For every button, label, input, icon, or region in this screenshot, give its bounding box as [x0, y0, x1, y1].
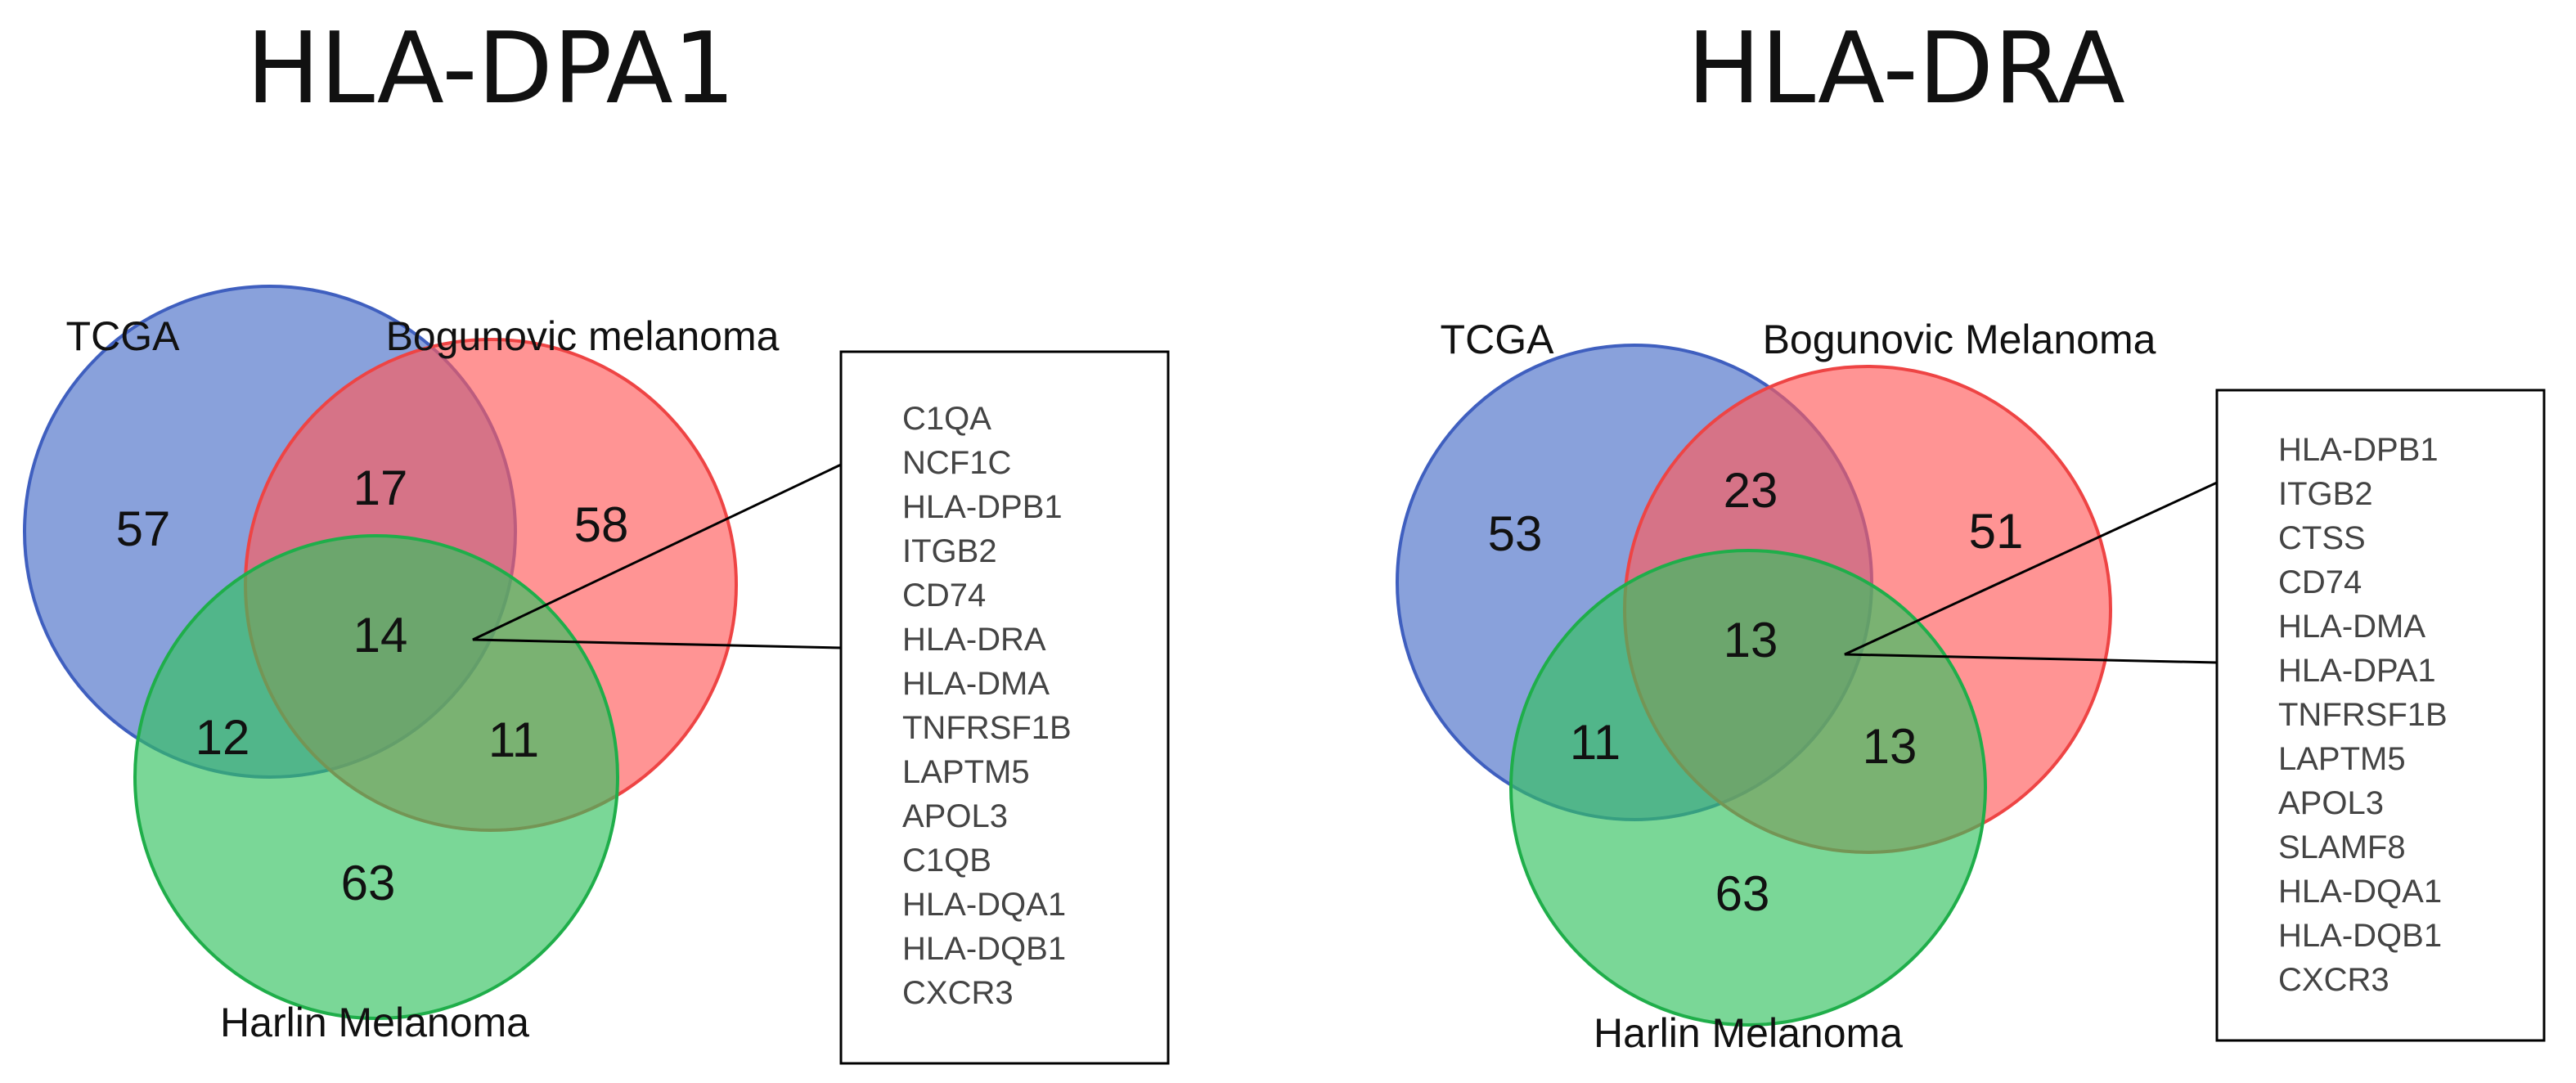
- count-bogunovic-harlin: 13: [1863, 719, 1917, 774]
- gene-label: ITGB2: [902, 533, 997, 569]
- count-harlin-only: 63: [1715, 866, 1770, 921]
- count-tcga-harlin: 12: [196, 710, 250, 765]
- venn-diagram-hla-dra: HLA-DRA TCGA Bogunovic Melanoma Harlin M…: [1396, 12, 2546, 1056]
- gene-label: SLAMF8: [2278, 829, 2406, 865]
- count-bogunovic-only: 58: [574, 497, 629, 552]
- gene-label: HLA-DPA1: [2278, 653, 2436, 689]
- venn-circle-harlin: [1509, 549, 1987, 1027]
- gene-label: ITGB2: [2278, 476, 2373, 512]
- set-label-tcga: TCGA: [1441, 317, 1555, 362]
- gene-label: HLA-DQB1: [2278, 918, 2442, 954]
- count-tcga-bogunovic: 17: [353, 461, 408, 515]
- gene-label: APOL3: [2278, 785, 2384, 821]
- set-label-harlin: Harlin Melanoma: [1594, 1010, 1903, 1056]
- gene-label: APOL3: [902, 798, 1008, 834]
- gene-label: HLA-DQB1: [902, 931, 1066, 967]
- callout-line: [472, 463, 842, 649]
- gene-label: LAPTM5: [2278, 741, 2406, 777]
- count-bogunovic-harlin: 11: [488, 712, 539, 767]
- count-tcga-only: 57: [116, 501, 171, 556]
- callout-line: [1844, 481, 2218, 664]
- gene-label: LAPTM5: [902, 754, 1030, 790]
- venn-circle-harlin: [133, 534, 619, 1020]
- gene-label: HLA-DPB1: [902, 489, 1063, 525]
- gene-label: TNFRSF1B: [902, 710, 1072, 746]
- diagram-title: HLA-DPA1: [246, 12, 735, 126]
- gene-label: CD74: [2278, 564, 2362, 600]
- gene-label: HLA-DPB1: [2278, 432, 2439, 468]
- count-bogunovic-only: 51: [1969, 504, 2024, 559]
- count-tcga-only: 53: [1488, 506, 1543, 561]
- gene-list-box: [839, 350, 1170, 1065]
- venn-diagram-hla-dpa1: HLA-DPA1 TCGA Bogunovic melanoma Harlin …: [23, 12, 1170, 1065]
- gene-label: CTSS: [2278, 520, 2366, 556]
- count-all-three: 13: [1724, 613, 1778, 667]
- set-label-harlin: Harlin Melanoma: [220, 1000, 529, 1045]
- gene-label: CXCR3: [902, 975, 1014, 1011]
- set-label-bogunovic: Bogunovic Melanoma: [1763, 317, 2156, 362]
- gene-label: TNFRSF1B: [2278, 697, 2448, 733]
- gene-label: NCF1C: [902, 445, 1011, 481]
- gene-label: CD74: [902, 577, 986, 613]
- diagram-title: HLA-DRA: [1687, 12, 2125, 126]
- gene-list-box: [2215, 389, 2546, 1042]
- gene-label: HLA-DMA: [902, 666, 1050, 702]
- gene-label: HLA-DRA: [902, 622, 1046, 658]
- set-label-bogunovic: Bogunovic melanoma: [386, 313, 780, 359]
- gene-label: HLA-DMA: [2278, 609, 2425, 645]
- set-label-tcga: TCGA: [66, 313, 181, 359]
- gene-label: HLA-DQA1: [902, 887, 1066, 923]
- count-harlin-only: 63: [341, 856, 396, 910]
- gene-label: C1QA: [902, 401, 991, 437]
- gene-label: HLA-DQA1: [2278, 874, 2442, 910]
- count-tcga-bogunovic: 23: [1724, 463, 1778, 518]
- gene-label: C1QB: [902, 843, 991, 879]
- count-all-three: 14: [353, 608, 408, 663]
- count-tcga-harlin: 11: [1570, 715, 1621, 770]
- gene-label: CXCR3: [2278, 962, 2389, 998]
